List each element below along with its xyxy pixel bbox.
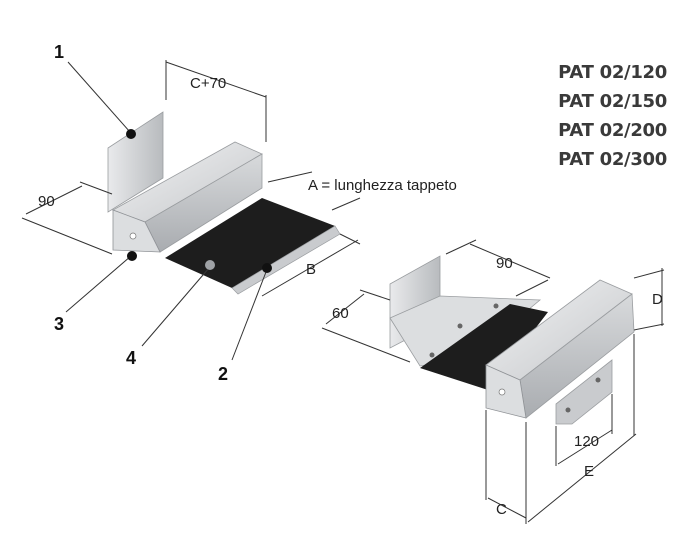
model-code: PAT 02/150	[558, 91, 667, 112]
callout-4: 4	[126, 348, 136, 368]
model-code: PAT 02/300	[558, 149, 667, 170]
plate-hole	[457, 323, 463, 329]
dim-90-right: 90	[496, 255, 513, 272]
dim-b: B	[306, 261, 316, 278]
model-code: PAT 02/200	[558, 120, 667, 141]
dim-d: D	[652, 291, 663, 308]
dim-c-plus-70: C+70	[190, 75, 226, 92]
right-assembly: 90 60 D 120 E C	[321, 239, 665, 524]
box-end-left	[112, 209, 161, 253]
left-assembly: C+70 A = lunghezza tappeto 90 B 1 3 4 2	[21, 42, 457, 384]
bracket-hole	[595, 377, 601, 383]
plate-hole	[493, 303, 499, 309]
callout-dot-3	[127, 251, 137, 261]
end-hole	[129, 232, 137, 240]
model-list: PAT 02/120 PAT 02/150 PAT 02/200 PAT 02/…	[558, 58, 667, 174]
dim-e: E	[584, 463, 594, 480]
vertical-plate-left	[107, 111, 164, 213]
black-mat-right	[420, 304, 548, 390]
callout-1: 1	[54, 42, 64, 62]
model-code: PAT 02/120	[558, 62, 667, 83]
callout-dot-4	[205, 260, 215, 270]
callout-dot-2	[262, 263, 272, 273]
dim-60: 60	[332, 305, 349, 322]
end-hole	[498, 388, 506, 396]
box-end-right	[485, 364, 527, 419]
callout-dot-1	[126, 129, 136, 139]
callout-3: 3	[54, 314, 64, 334]
bottom-bracket	[555, 359, 613, 425]
callout-2: 2	[218, 364, 228, 384]
plate-hole	[429, 352, 435, 358]
bracket-hole	[565, 407, 571, 413]
dim-c: C	[496, 501, 507, 518]
dim-a-length: A = lunghezza tappeto	[308, 177, 457, 194]
dim-90-left: 90	[38, 193, 55, 210]
dim-120: 120	[574, 433, 599, 450]
